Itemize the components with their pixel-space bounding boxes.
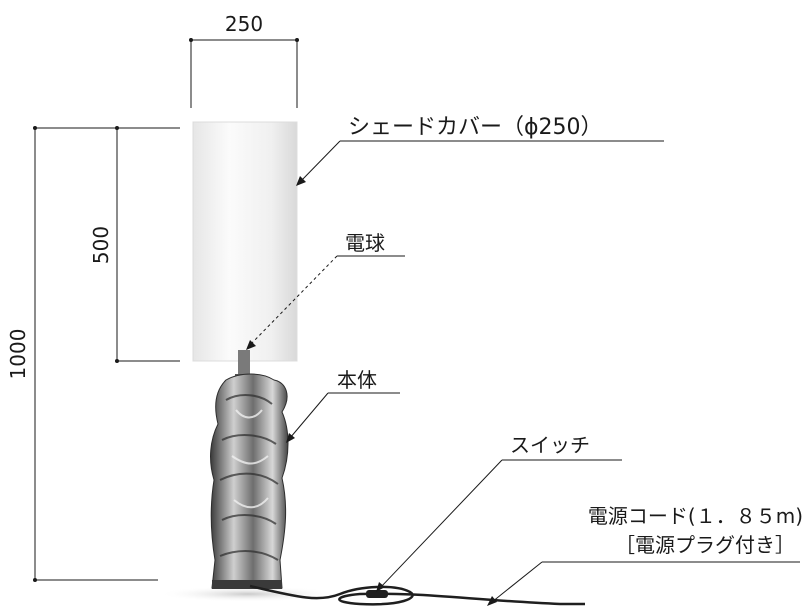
callout-cord-label-line1: 電源コード(１．８５m) — [588, 504, 803, 528]
total-height-label: 1000 — [6, 329, 30, 380]
callout-bulb: 電球 — [246, 231, 405, 350]
callout-switch-label: スイッチ — [510, 433, 590, 457]
total-height-dimension: 1000 — [6, 126, 180, 582]
callout-power-cord: 電源コード(１．８５m) ［電源プラグ付き］ — [487, 504, 803, 606]
callout-switch: スイッチ — [376, 433, 622, 592]
callout-shade-label: シェードカバー（ϕ250） — [348, 115, 603, 140]
shade-cover — [192, 121, 298, 362]
callout-cord-label-line2: ［電源プラグ付き］ — [615, 533, 795, 557]
callout-body: 本体 — [286, 368, 400, 443]
shade-height-label: 500 — [89, 226, 113, 264]
shade-width-label: 250 — [225, 12, 263, 36]
switch-unit — [366, 590, 388, 598]
lamp-body — [210, 373, 289, 589]
callout-bulb-label: 電球 — [345, 231, 385, 255]
callout-body-label: 本体 — [337, 368, 377, 392]
power-cord — [249, 584, 585, 606]
shade-height-dimension: 500 — [89, 126, 180, 363]
shade-width-dimension: 250 — [189, 12, 299, 108]
floor-shadow — [158, 586, 338, 602]
callout-shade: シェードカバー（ϕ250） — [296, 115, 664, 186]
